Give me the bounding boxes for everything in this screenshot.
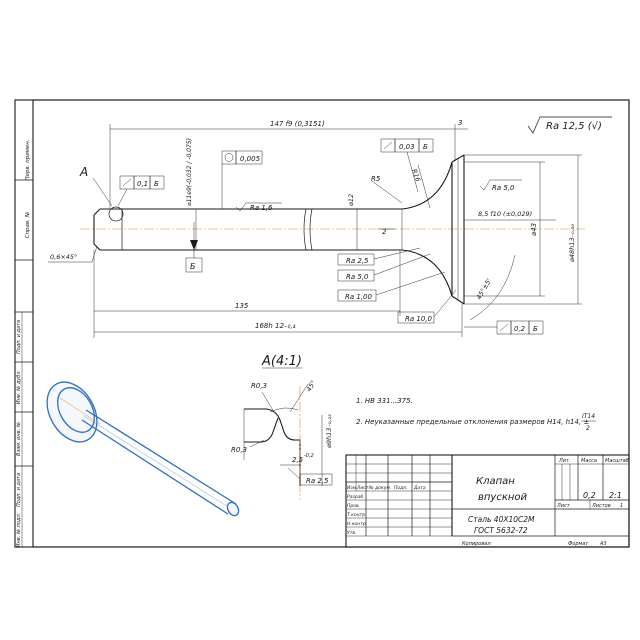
strip-podp-data-2: Подп. и дата — [16, 320, 22, 354]
dim-8-5: 8,5 f10 (±0,029) — [478, 210, 532, 218]
dim-2: 2 — [382, 228, 387, 236]
tol-runout-top-value: 0,1 — [137, 180, 148, 188]
tb-material-1: Сталь 40Х10С2М — [468, 515, 535, 524]
base-letter: Б — [190, 262, 196, 271]
tol-runout-face-value: 0,2 — [514, 325, 526, 333]
strip-inv-podl: Инв. № подл. — [16, 513, 22, 548]
tb-doc-no: № докум. — [368, 485, 391, 491]
section-marker: A — [79, 165, 113, 207]
general-roughness-text: Ra 12,5 (√) — [546, 121, 602, 132]
tb-format-value: A3 — [599, 541, 607, 547]
detail-dia: ⌀9h13₋₀,₂₂ — [325, 414, 333, 448]
ra-2-5: Ra 2,5 — [346, 257, 369, 265]
detail-2-5: 2,5 — [292, 456, 304, 464]
tb-nkontr: Н.контр. — [347, 521, 367, 527]
note-2-frac-num: IT14 — [582, 413, 595, 420]
dim-r5: R5 — [371, 175, 381, 183]
dim-d48: ⌀48h13₋₀,₃₉ — [568, 224, 576, 262]
tb-mass-value: 0,2 — [583, 491, 596, 500]
strip-sprav: Справ. № — [25, 211, 31, 238]
tb-razrab: Разраб. — [347, 494, 365, 500]
tol-circularity-value: 0,005 — [240, 155, 261, 163]
title-block: Изм. Лист № докум. Подп. Дата Разраб. Пр… — [345, 454, 630, 548]
base-marker: Б — [185, 222, 203, 273]
note-2-frac-den: 2 — [586, 425, 590, 432]
tb-list-col: Лист — [356, 485, 369, 491]
tb-utv: Утв. — [347, 530, 356, 536]
tb-format: Формат — [568, 541, 589, 547]
note-1: 1. HB 331...375. — [356, 397, 413, 405]
tb-kopiroval: Копировал — [462, 541, 491, 547]
tb-scale-value: 2:1 — [609, 491, 622, 500]
tb-podp: Подп. — [394, 485, 408, 491]
dim-3: 3 — [458, 119, 462, 127]
tb-material-2: ГОСТ 5632-72 — [474, 526, 528, 535]
dim-147: 147 f9 (0,3151) — [270, 120, 325, 128]
strip-inv-dubl: Инв. № дубл. — [16, 370, 22, 404]
inner-frame — [32, 99, 630, 548]
detail-r03-top: R0,3 — [251, 382, 267, 390]
ra-5-0: Ra 5,0 — [346, 273, 369, 281]
tb-listov: Листов — [591, 503, 611, 509]
tol-runout-face-base: Б — [533, 325, 538, 333]
tol-runout-head-base: Б — [423, 143, 428, 151]
tb-prov: Пров. — [347, 503, 360, 509]
dim-chamfer: 0,6×45° — [50, 253, 77, 261]
detail-view: A(4:1) R0,3 R0,3 45° 2,5 -0,2 ⌀9h13₋₀,₂₂… — [231, 354, 333, 500]
strip-perv-primen: Перв. примен. — [25, 139, 31, 181]
general-roughness: Ra 12,5 (√) — [527, 116, 612, 134]
tb-lit: Лит. — [558, 458, 571, 464]
ra-1-6: Ra 1,6 — [250, 204, 273, 212]
dim-d43: ⌀43 — [530, 223, 538, 236]
detail-2-5-tol: -0,2 — [304, 453, 314, 459]
tb-izm: Изм. — [347, 485, 358, 491]
notes: 1. HB 331...375. 2. Неуказанные предельн… — [356, 397, 596, 432]
tb-massa: Масса — [581, 458, 597, 464]
dim-135: 135 — [235, 302, 249, 310]
main-dimensions: 147 f9 (0,3151) 3 135 168h 12₋₀,₄ 0,6×45… — [48, 119, 582, 338]
dim-angle: 45°±5' — [475, 277, 493, 301]
tb-data: Дата — [413, 485, 426, 491]
ra-1-00: Ra 1,00 — [345, 293, 373, 301]
note-2: 2. Неуказанные предельные отклонения раз… — [356, 418, 589, 426]
tolerance-frames: 0,1 Б 0,005 0,03 Б 0,2 Б — [117, 138, 544, 335]
dim-r16: R16 — [410, 168, 422, 183]
valve-main-view — [80, 154, 585, 305]
tb-name-2: впускной — [478, 492, 528, 503]
roughness-callouts: Ra 1,6 Ra 5,0 Ra 2,5 Ra 5,0 Ra 1,00 Ra 1… — [235, 179, 522, 324]
ra-10-0: Ra 10,0 — [405, 315, 433, 323]
ra-5-0-top: Ra 5,0 — [492, 184, 515, 192]
detail-title: A(4:1) — [261, 354, 302, 369]
left-strip: Перв. примен. Справ. № Подп. и дата Инв.… — [15, 139, 33, 547]
tb-name-1: Клапан — [476, 476, 515, 487]
detail-ra-2-5: Ra 2,5 — [306, 477, 329, 485]
tb-masshtab: Масштаб — [605, 458, 629, 464]
tol-runout-top-base: Б — [154, 180, 159, 188]
detail-r03-left: R0,3 — [231, 446, 247, 454]
tb-list: Лист — [556, 503, 571, 509]
tol-runout-head-value: 0,03 — [399, 143, 415, 151]
dim-168: 168h 12₋₀,₄ — [255, 322, 296, 330]
tb-listov-value: 1 — [620, 503, 623, 509]
section-label: A — [79, 165, 88, 179]
strip-podp-data-1: Подп. и дата — [16, 473, 22, 507]
tb-tkontr: Т.контр. — [347, 512, 367, 518]
dim-d12: ⌀12 — [347, 194, 355, 206]
dim-shank: ⌀11e9(-0,032 / -0,075) — [186, 138, 193, 206]
valve-3d-view — [46, 381, 240, 517]
strip-vzam-inv: Взам. инв. № — [16, 422, 22, 456]
